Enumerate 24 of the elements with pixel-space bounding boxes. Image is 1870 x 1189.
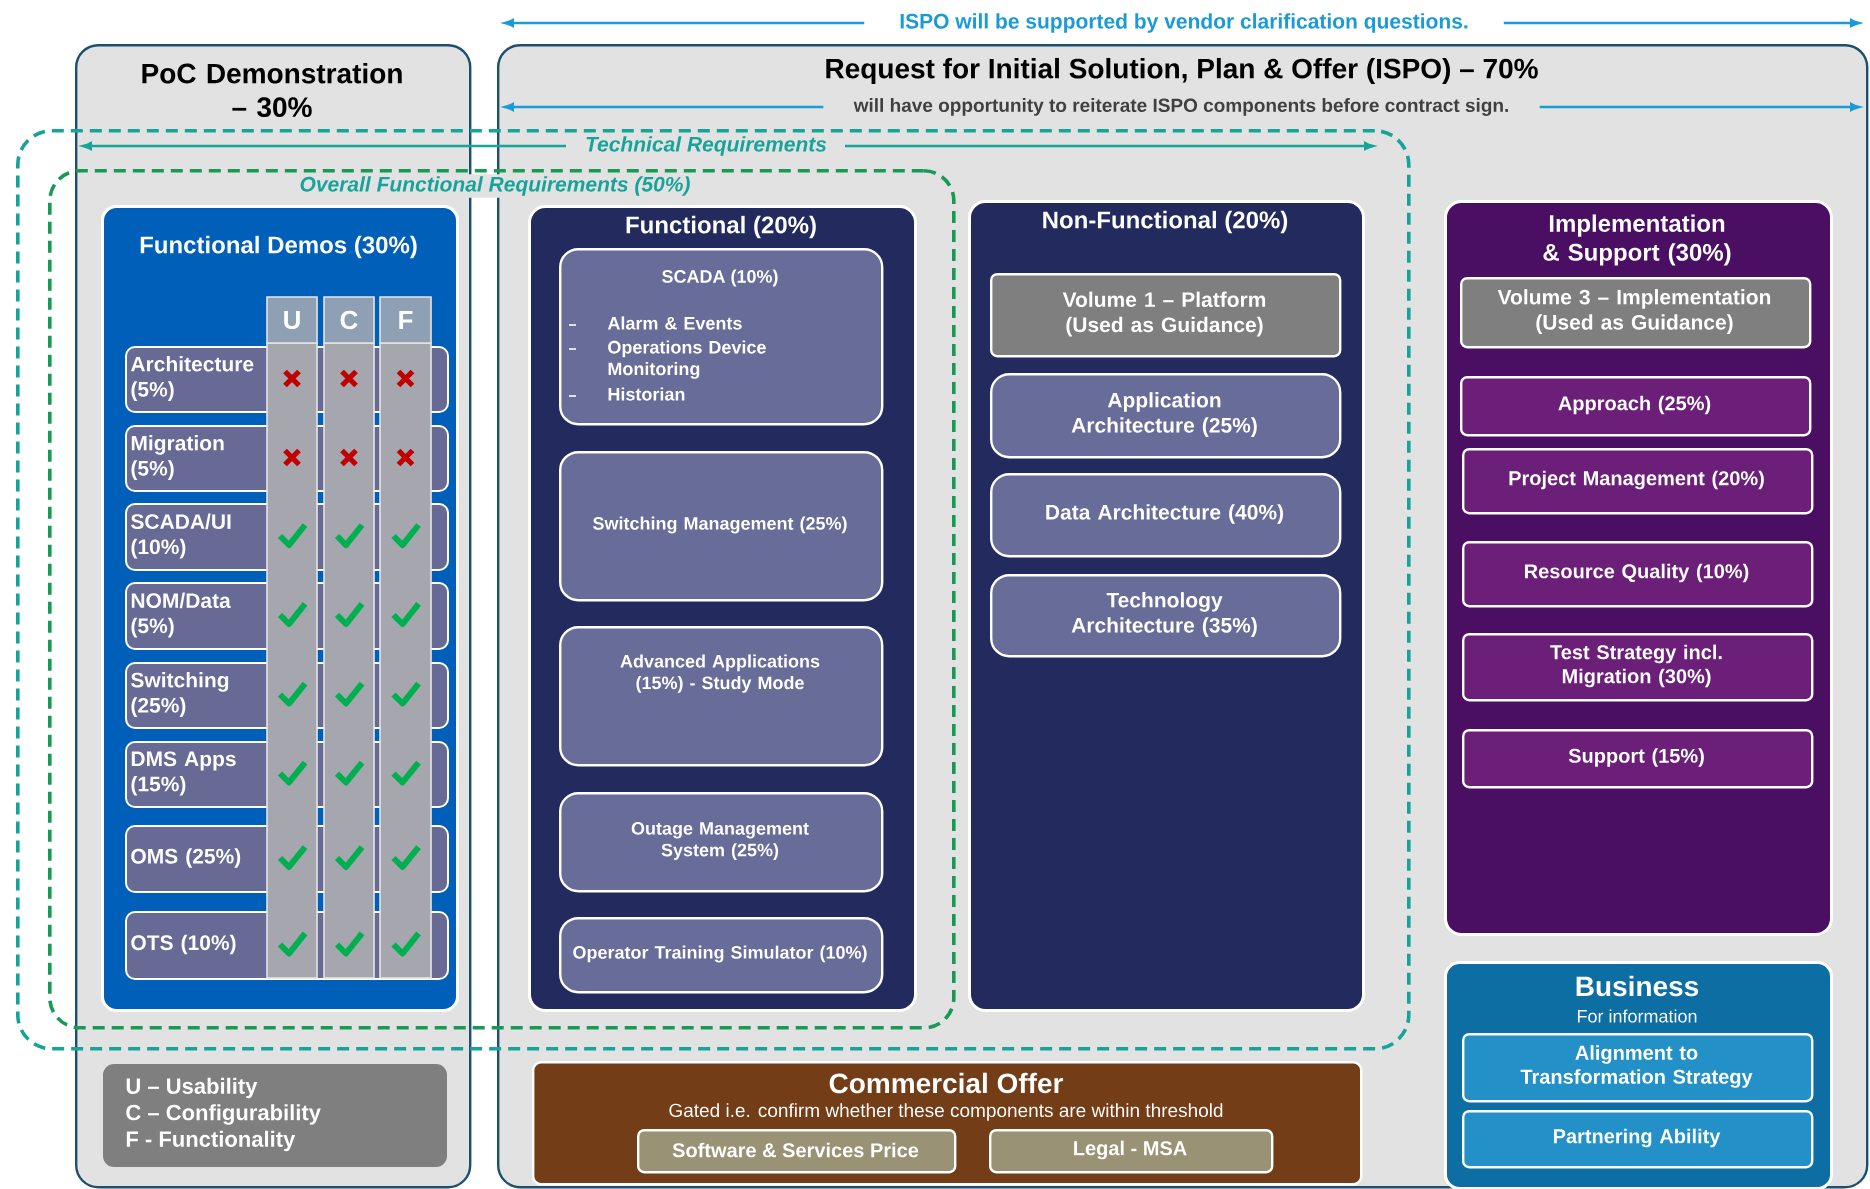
item-box: Support (15%): [1462, 729, 1814, 789]
column-header: C: [323, 296, 375, 344]
item-box: Switching Management (25%): [559, 451, 884, 602]
item-box: Operator Training Simulator (10%): [559, 917, 884, 994]
item-box: Test Strategy incl. Migration (30%): [1462, 633, 1814, 702]
item-box: Volume 1 – Platform (Used as Guidance): [990, 273, 1342, 358]
item-box: SCADA (10%) Alarm & Events Operations Device Monitoring Historian: [559, 248, 884, 426]
column-header: U: [266, 296, 318, 344]
item-box: Data Architecture (40%): [990, 473, 1342, 558]
item-box: Technology Architecture (35%): [990, 574, 1342, 658]
item-box: Volume 3 – Implementation (Used as Guidance): [1460, 277, 1812, 349]
item-box: Partnering Ability: [1462, 1110, 1814, 1169]
item-box: Approach (25%): [1460, 376, 1812, 437]
legend-box: U – Usability C – Configurability F - Functionality: [103, 1064, 447, 1167]
item-box: Software & Services Price: [637, 1129, 957, 1174]
note-text: ISPO will be supported by vendor clarification questions.: [900, 13, 1468, 33]
column-header: F: [379, 296, 432, 344]
item-box: Outage Management System (25%): [559, 792, 884, 893]
item-box: Resource Quality (10%): [1462, 541, 1814, 608]
item-box: Legal - MSA: [989, 1129, 1274, 1174]
item-box: Alignment to Transformation Strategy: [1462, 1033, 1814, 1103]
item-box: Application Architecture (25%): [990, 373, 1342, 459]
item-box: Advanced Applications (15%) - Study Mode: [559, 626, 884, 767]
item-box: Project Management (20%): [1462, 448, 1814, 515]
